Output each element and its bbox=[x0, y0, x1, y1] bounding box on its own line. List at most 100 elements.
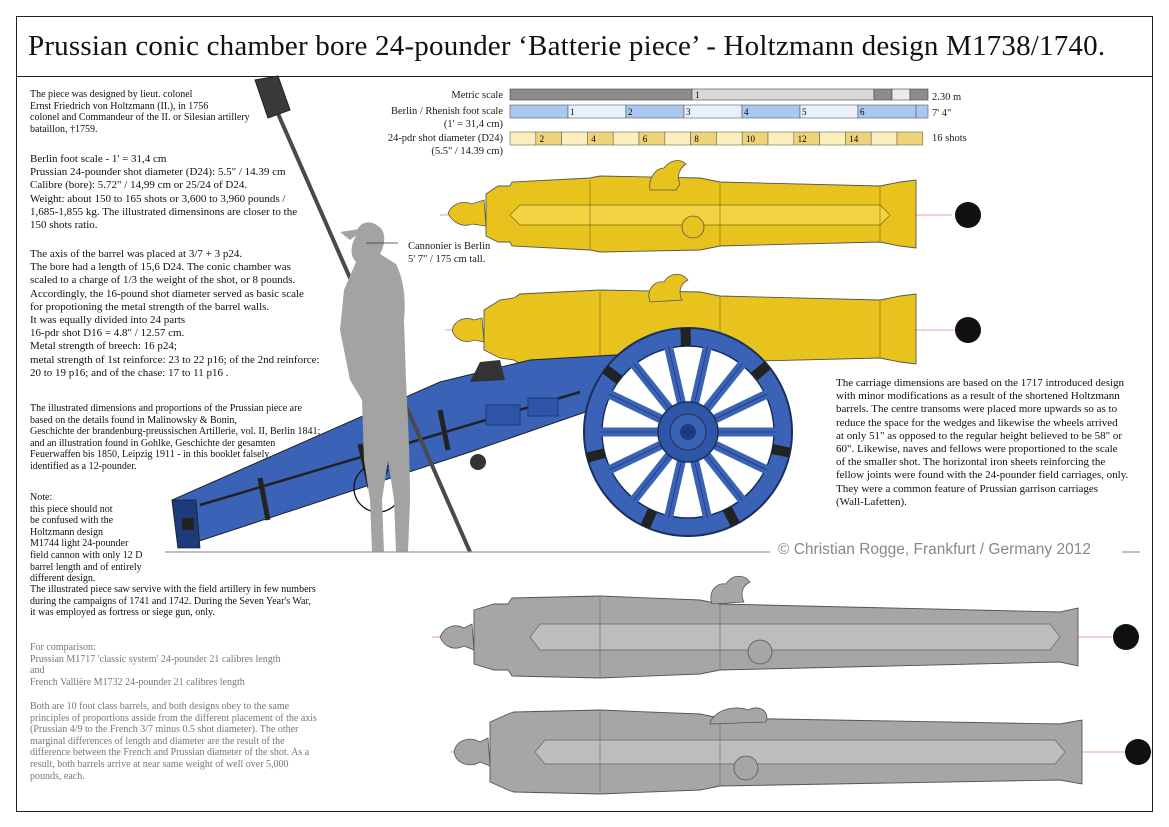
wheel-iron-plate bbox=[585, 448, 606, 463]
cannonier-note-line: 5' 7" / 175 cm tall. bbox=[408, 254, 486, 265]
metric-scale: 1 bbox=[509, 88, 929, 101]
foot-scale-tick: 5 bbox=[802, 107, 807, 117]
sources-text-line: identified as a 12-pounder. bbox=[30, 460, 137, 472]
foot-scale-segment bbox=[799, 104, 859, 119]
foot-scale: 1 2 3 4 5 6 bbox=[509, 104, 929, 119]
foot-scale-tick: 2 bbox=[628, 107, 633, 117]
carriage-text-line: They were a common feature of Prussian g… bbox=[836, 482, 1099, 495]
note-text-line: Holtzmann design bbox=[30, 526, 104, 538]
wheel-iron-plate bbox=[722, 506, 740, 527]
axis-text-line: Accordingly, the 16-pound shot diameter … bbox=[30, 287, 304, 300]
note-text-line: this piece should not bbox=[30, 503, 113, 515]
sources-text: The illustrated dimensions and proportio… bbox=[30, 403, 320, 473]
carriage-text-line: barrels. The centre transoms were placed… bbox=[836, 403, 1118, 416]
shot-scale-segment bbox=[870, 131, 898, 146]
foot-scale-end: 7' 4" bbox=[932, 108, 952, 119]
foot-scale-segment bbox=[625, 104, 685, 119]
foot-scale-tick: 1 bbox=[570, 107, 575, 117]
cannonier-silhouette bbox=[254, 75, 472, 553]
sources-text-line: and an illustration found in Gohlke, Ges… bbox=[30, 437, 276, 449]
bronze-barrel-top-view bbox=[440, 160, 981, 253]
service-text-line: The illustrated piece saw servive with t… bbox=[30, 584, 316, 595]
carriage-text-line: 60". Likewise, naves and fellows were pr… bbox=[836, 443, 1118, 456]
specs-text-line: Prussian 24-pounder shot diameter (D24):… bbox=[30, 166, 286, 179]
carriage-text-line: reduce the space for the wedges and like… bbox=[836, 416, 1118, 429]
foot-scale-sublabel: (1' = 31,4 cm) bbox=[443, 119, 503, 130]
foot-scale-tick: 6 bbox=[860, 107, 865, 117]
shot-scale-segment bbox=[767, 131, 795, 146]
note-text-line: M1744 light 24-pounder bbox=[30, 538, 129, 550]
cannonier-note-line: Cannonier is Berlin bbox=[408, 241, 491, 252]
foot-scale-label: Berlin / Rhenish foot scale bbox=[391, 106, 503, 117]
wheel-iron-plate bbox=[680, 327, 691, 347]
foot-scale-segment bbox=[509, 104, 569, 119]
carriage-text-line: at only 51" as opposed to the regular he… bbox=[836, 429, 1123, 442]
intro-text: The piece was designed by lieut. colonel… bbox=[30, 89, 250, 135]
service-text: The illustrated piece saw servive with t… bbox=[30, 584, 316, 619]
conclusion-text-line: principles of proportions asside from th… bbox=[30, 712, 317, 724]
note-text-line: barrel length and of entirely bbox=[30, 561, 142, 573]
axis-text-line: Metal strength of breech: 16 p24; bbox=[30, 340, 177, 353]
shot-scale-tick: 2 bbox=[540, 134, 545, 144]
intro-text-line: bataillon, †1759. bbox=[30, 123, 98, 135]
shot-scale-segment bbox=[509, 131, 537, 146]
axis-text-line: It was equally divided into 24 parts bbox=[30, 314, 186, 327]
shot-scale-tick: 10 bbox=[746, 134, 756, 144]
shot-scale-segment bbox=[819, 131, 846, 146]
foot-scale-segment bbox=[683, 104, 743, 119]
comparison-text-line: Prussian M1717 'classic system' 24-pound… bbox=[30, 653, 281, 665]
intro-text-line: The piece was designed by lieut. colonel bbox=[30, 89, 193, 100]
conclusion-text-line: difference between the French and Prussi… bbox=[30, 747, 310, 759]
carriage-text-line: (Wall-Lafetten). bbox=[836, 495, 907, 508]
sources-text-line: The illustrated dimensions and proportio… bbox=[30, 403, 302, 414]
note-text-line: Note: bbox=[30, 492, 53, 503]
shot-scale-tick: 6 bbox=[643, 134, 648, 144]
foot-scale-segment bbox=[567, 104, 627, 119]
shot-scale-end: 16 shots bbox=[932, 133, 967, 144]
conclusion-text-line: marginal differences of length and diame… bbox=[30, 735, 285, 747]
axis-text-line: 16-pdr shot D16 = 4.8" / 12.57 cm. bbox=[30, 327, 185, 340]
metric-scale-end: 2.30 m bbox=[932, 92, 962, 103]
sources-text-line: Feuerwaffen bis 1850, Leipzig 1911 - in … bbox=[30, 449, 270, 461]
comparison-text: For comparison:Prussian M1717 'classic s… bbox=[30, 642, 281, 688]
page-frame bbox=[16, 16, 1153, 812]
foot-scale-tick: 4 bbox=[744, 107, 749, 117]
shot-scale-label: 24-pdr shot diameter (D24) bbox=[387, 133, 503, 144]
service-text-line: during the campaigns of 1741 and 1742. D… bbox=[30, 595, 311, 607]
axis-text-line: metal strength of 1st reinforce: 23 to 2… bbox=[30, 353, 320, 366]
note-text-line: different design. bbox=[30, 573, 96, 585]
intro-text-line: Ernst Friedrich von Holtzmann (II.), in … bbox=[30, 100, 209, 112]
conclusion-text-line: Both are 10 foot class barrels, and both… bbox=[30, 701, 290, 712]
carriage-text-line: fellow joints were found with the 24-pou… bbox=[836, 469, 1129, 482]
shot-scale-tick: 4 bbox=[591, 134, 596, 144]
french-valliere-barrel bbox=[450, 707, 1152, 795]
cannonier-note: Cannonier is Berlin 5' 7" / 175 cm tall. bbox=[408, 240, 490, 266]
comparison-text-line: French Vallière M1732 24-pounder 21 cali… bbox=[30, 676, 245, 688]
specs-text-line: Berlin foot scale - 1' = 31,4 cm bbox=[30, 153, 167, 165]
shot-scale-sublabel: (5.5" / 14.39 cm) bbox=[431, 146, 503, 157]
foot-scale-tick: 3 bbox=[686, 107, 691, 117]
shot-scale-segment bbox=[896, 131, 924, 146]
wheel-iron-plate bbox=[771, 444, 791, 458]
shot-scale-segment bbox=[716, 131, 743, 146]
axis-text: The axis of the barrel was placed at 3/7… bbox=[30, 248, 320, 380]
carriage-text-line: of the smaller shot. The horizontal iron… bbox=[836, 456, 1106, 469]
carriage-text-line: with minor modifications as a result of … bbox=[836, 390, 1120, 403]
note-text-line: be confused with the bbox=[30, 515, 114, 527]
carriage-text-line: The carriage dimensions are based on the… bbox=[836, 377, 1125, 389]
note-text-line: field cannon with only 12 D bbox=[30, 549, 143, 561]
specs-text-line: Calibre (bore): 5.72" / 14,99 cm or 25/2… bbox=[30, 179, 248, 192]
metric-tick-label: 1 bbox=[695, 90, 700, 100]
shot-scale-tick: 14 bbox=[849, 134, 859, 144]
shot-scale-segment bbox=[561, 131, 588, 146]
shot-scale-tick: 8 bbox=[694, 134, 699, 144]
carriage-text: The carriage dimensions are based on the… bbox=[836, 377, 1128, 509]
axis-text-line: The axis of the barrel was placed at 3/7… bbox=[30, 248, 243, 260]
service-text-line: it was employed as fortress or siege gun… bbox=[30, 607, 215, 619]
specs-text-line: Weight: about 150 to 165 shots or 3,600 … bbox=[30, 192, 286, 205]
axis-text-line: The bore had a length of 15,6 D24. The c… bbox=[30, 261, 291, 274]
specs-text-line: 150 shots ratio. bbox=[30, 219, 98, 232]
